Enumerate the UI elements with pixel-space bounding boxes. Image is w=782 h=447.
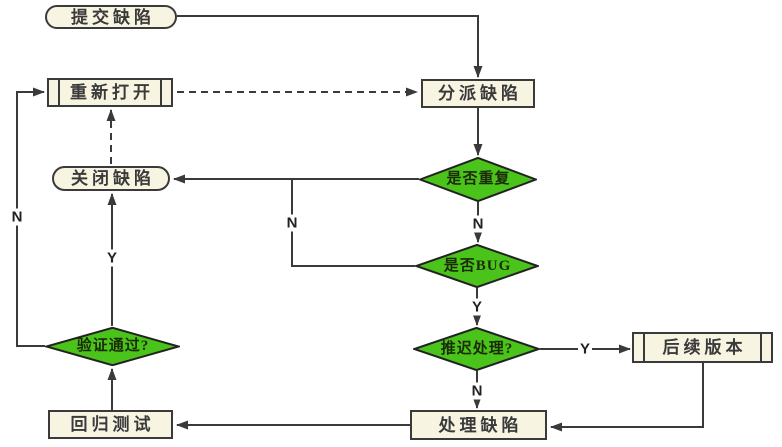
diamond-shape [419,157,537,202]
edge-label-duplicate-no: N [470,215,486,233]
node-is-bug-decision: 是否BUG [415,244,539,288]
diamond-shape [413,327,540,371]
node-is-duplicate-decision: 是否重复 [419,157,537,202]
edge-label-verify-no: N [9,208,25,226]
edge-future-handle [550,363,704,432]
node-assign-label: 分派缺陷 [438,84,522,103]
node-verify-pass-decision: 验证通过? [45,327,180,366]
node-close-defect: 关闭缺陷 [52,166,170,191]
diamond-shape [415,244,539,288]
edge-label-defer-yes: Y [577,340,593,358]
node-future-version: 后续版本 [632,332,773,363]
node-is-bug-label: 是否BUG [443,257,512,274]
node-reopen-label: 重新打开 [70,83,154,102]
node-is-duplicate-label: 是否重复 [446,171,511,187]
node-submit-label: 提交缺陷 [71,7,155,27]
edge-label-bug-no: N [284,214,300,232]
node-defer-decision: 推迟处理? [413,327,540,371]
edge-label-defer-no: N [469,382,485,400]
node-handle-defect: 处理缺陷 [410,410,547,440]
node-regression-test: 回归测试 [48,410,173,439]
node-verify-pass-label: 验证通过? [76,338,150,354]
node-assign-defect: 分派缺陷 [421,79,535,108]
edge-label-bug-yes: Y [469,298,485,316]
node-future-label: 后续版本 [662,338,747,357]
diamond-shape [45,327,180,366]
node-defer-label: 推迟处理? [440,340,514,357]
node-regression-label: 回归测试 [70,415,155,434]
edge-isbug-close [291,178,415,267]
edge-label-verify-yes: Y [104,249,120,267]
edge-submit-assign [177,15,483,78]
node-submit-defect: 提交缺陷 [45,5,177,29]
node-handle-label: 处理缺陷 [438,415,523,435]
node-reopen-defect: 重新打开 [47,78,173,107]
node-close-label: 关闭缺陷 [71,169,155,188]
